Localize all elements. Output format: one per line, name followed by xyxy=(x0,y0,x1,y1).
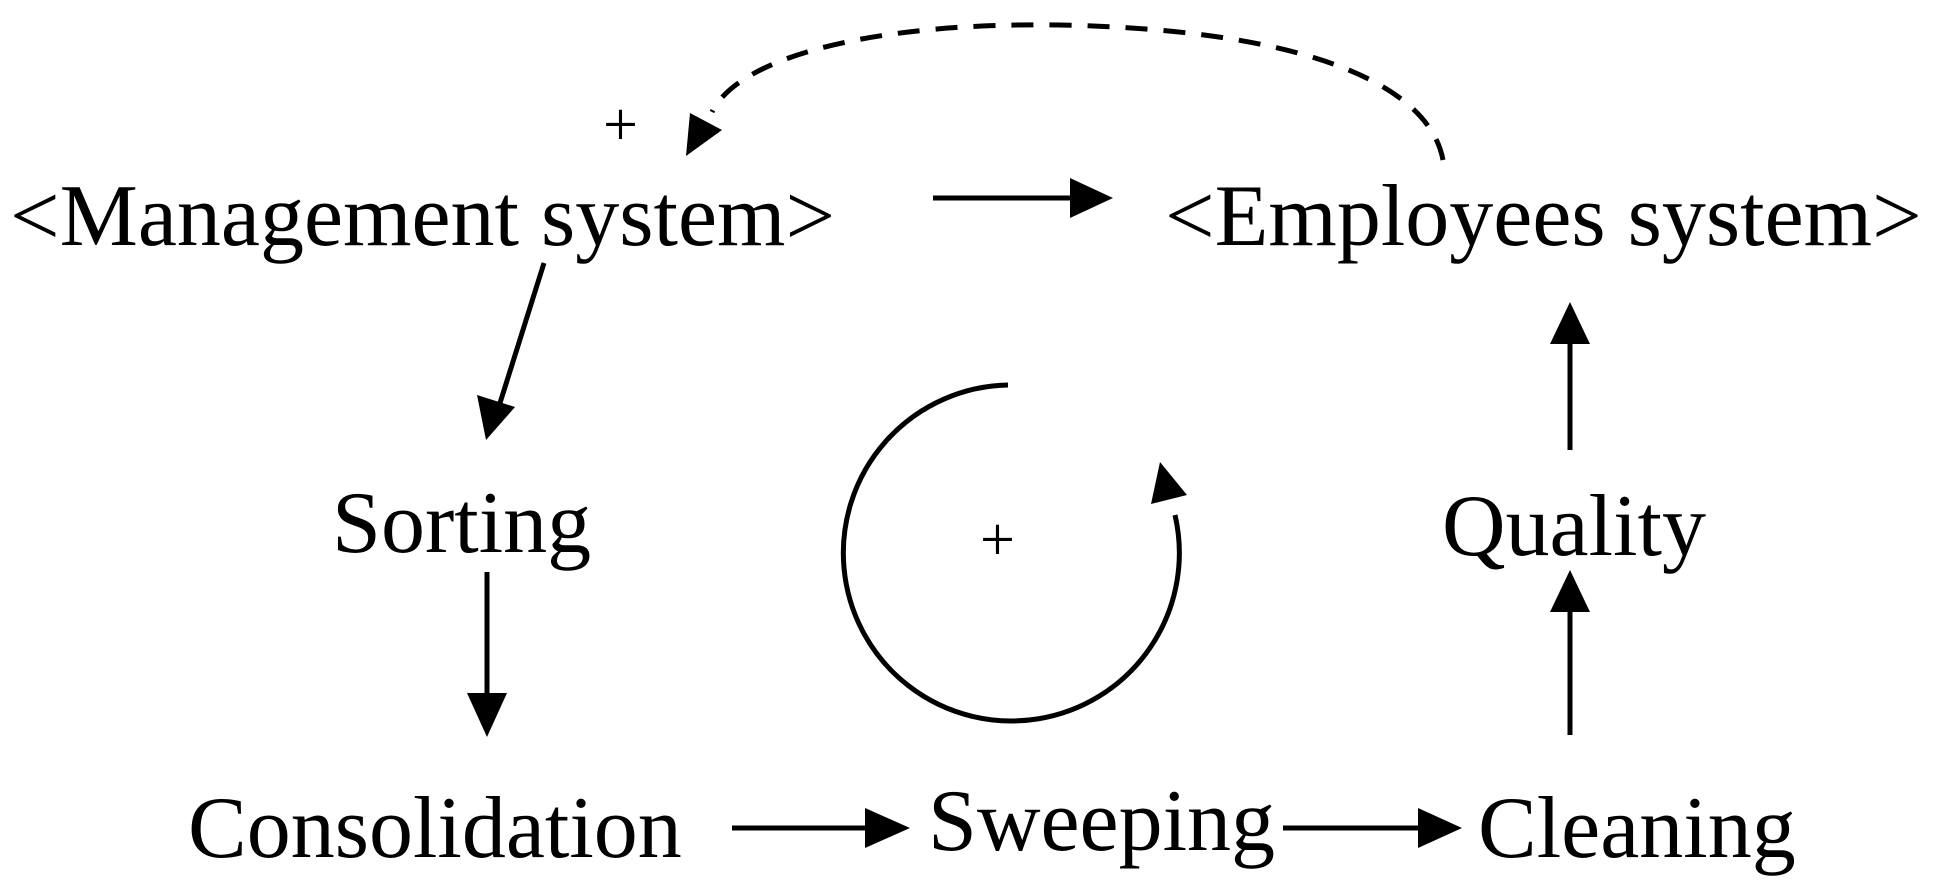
arrow-management-to-sorting xyxy=(477,262,547,440)
node-quality: Quality xyxy=(1442,478,1706,575)
node-consolidation: Consolidation xyxy=(188,780,682,877)
dashed-feedback-arrow xyxy=(686,22,1446,161)
node-cleaning: Cleaning xyxy=(1478,780,1796,877)
arrow-management-to-employees xyxy=(933,178,1113,218)
loop-polarity-sign: + xyxy=(980,506,1015,574)
feedback-link-sign: + xyxy=(603,91,638,159)
node-sorting: Sorting xyxy=(332,475,591,572)
arrow-consolidation-to-sweeping xyxy=(732,808,910,848)
node-management-system: <Management system> xyxy=(10,168,835,265)
arrow-cleaning-to-quality xyxy=(1550,570,1590,735)
arrow-sorting-to-consolidation xyxy=(467,572,507,737)
arrow-quality-to-employees xyxy=(1550,302,1590,450)
node-employees-system: <Employees system> xyxy=(1165,168,1922,265)
node-sweeping: Sweeping xyxy=(928,773,1275,870)
reinforcing-loop-icon xyxy=(840,382,1187,724)
arrow-sweeping-to-cleaning xyxy=(1283,808,1462,848)
